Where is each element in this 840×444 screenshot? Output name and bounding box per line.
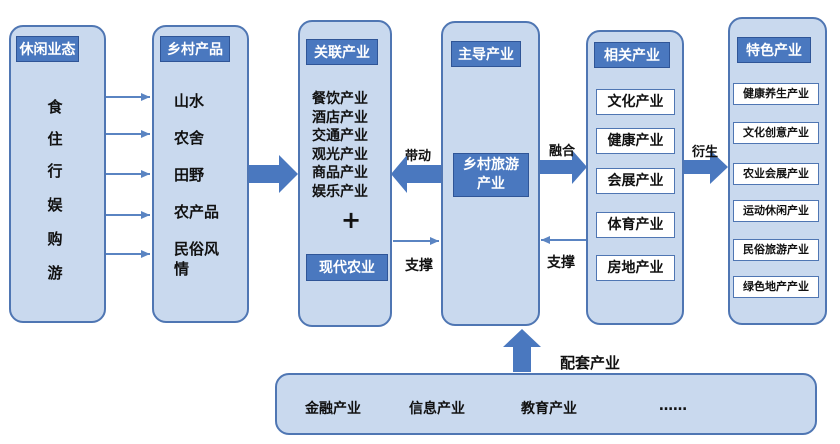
special-item: 文化创意产业 [733,122,819,144]
related-item: 健康产业 [596,128,675,154]
supporting-item: …… [659,398,687,414]
leading-core-box: 乡村旅游 产业 [453,153,529,197]
arrow-supporting-up [503,329,541,372]
special-item: 民俗旅游产业 [733,239,819,261]
label-support-right: 支撑 [547,255,575,271]
linked-item: 餐饮产业 [312,91,368,107]
related-item: 会展产业 [596,168,675,194]
leisure-item: 游 [47,264,63,282]
leisure-title: 休闲业态 [16,36,79,62]
special-item: 绿色地产产业 [733,276,819,298]
special-item: 运动休闲产业 [733,200,819,222]
product-item: 农产品 [174,203,220,221]
products-title: 乡村产品 [160,36,230,62]
leisure-item: 购 [47,230,63,248]
product-item: 山水 [174,92,205,110]
arrow-derive [684,150,728,184]
special-item: 健康养生产业 [733,83,819,105]
linked-item: 商品产业 [312,165,368,181]
supporting-item: 金融产业 [305,401,361,417]
related-item: 体育产业 [596,212,675,238]
linked-item: 观光产业 [312,146,368,163]
product-item: 民俗风 [174,240,220,258]
related-item: 文化产业 [596,89,675,115]
label-support-left: 支撑 [405,258,433,274]
leisure-panel [9,25,106,323]
supporting-panel [275,373,817,435]
leisure-item: 行 [47,162,63,180]
label-fusion: 融合 [549,144,576,159]
leading-core-line2: 产业 [477,176,505,192]
linked-item: 交通产业 [312,128,368,144]
product-item: 田野 [174,166,205,184]
linked-item: 酒店产业 [312,109,368,126]
supporting-item: 信息产业 [409,401,465,417]
arrow-fusion [540,150,587,184]
related-item: 房地产业 [596,255,675,281]
linked-title: 关联产业 [306,39,378,65]
label-drive: 带动 [405,149,432,164]
supporting-item: 教育产业 [521,401,577,417]
products-panel [152,25,249,323]
leading-core-line1: 乡村旅游 [463,157,519,173]
plus-sign: + [341,206,362,234]
modern-agriculture: 现代农业 [306,254,388,281]
label-supporting-industry: 配套产业 [560,354,621,372]
arrow-drive [391,155,441,193]
leisure-item: 住 [47,130,63,148]
products-list: 山水 农舍 田野 农产品 民俗风 情 [174,90,219,295]
leisure-item: 娱 [47,196,63,214]
linked-list: 餐饮产业 酒店产业 交通产业 观光产业 商品产业 娱乐产业 [312,90,368,201]
leisure-item: 食 [47,98,63,116]
leading-title: 主导产业 [451,41,521,67]
product-item: 情 [174,260,190,278]
product-item: 农舍 [174,129,205,147]
arrow-products-linked [249,155,298,193]
label-derive: 衍生 [692,145,719,160]
related-title: 相关产业 [594,42,670,68]
linked-item: 娱乐产业 [312,183,368,200]
special-title: 特色产业 [737,37,811,63]
special-item: 农业会展产业 [733,163,819,185]
